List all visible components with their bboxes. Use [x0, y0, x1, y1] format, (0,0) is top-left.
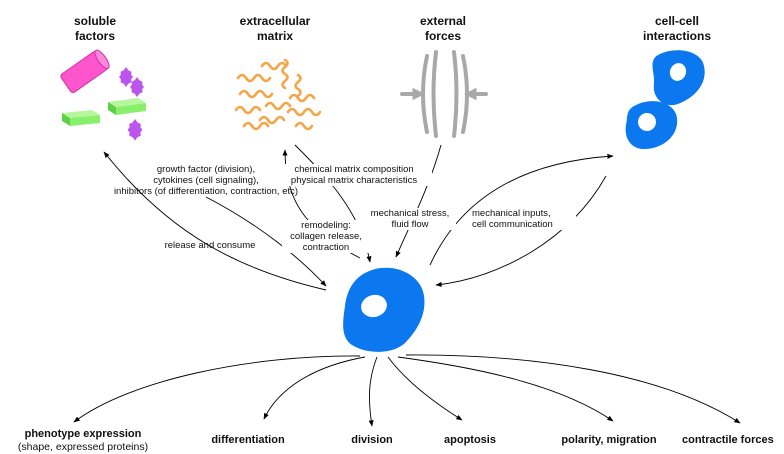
- heading-line: external: [419, 14, 467, 28]
- star-shape: [119, 67, 133, 87]
- edge-line: mechanical stress,: [370, 208, 450, 219]
- polarity-arrow: [397, 356, 614, 422]
- output-polarity-migration: polarity, migration: [561, 434, 657, 446]
- output-phenotype-title: phenotype expression: [24, 428, 142, 440]
- central-cell: [343, 267, 425, 352]
- edge-line: fluid flow: [391, 219, 429, 230]
- output-apoptosis: apoptosis: [444, 434, 496, 446]
- output-phenotype: phenotype expression (shape, expressed p…: [0, 428, 166, 453]
- heading-extracellular-matrix: extracellular matrix: [222, 14, 328, 44]
- edge-line: inhibitors (of differentiation, contract…: [113, 186, 299, 197]
- cell-pair-icon: [625, 50, 705, 150]
- differentiation-arrow: [263, 356, 366, 420]
- mechanical-stress-label: mechanical stress, fluid flow: [364, 208, 456, 230]
- ecm-fibers-icon: [234, 58, 322, 131]
- block-shape: [108, 98, 146, 115]
- growth-factor-arrow: [205, 196, 327, 287]
- growth-factor-label: growth factor (division), cytokines (cel…: [86, 164, 326, 197]
- heading-cell-cell-interactions: cell-cell interactions: [622, 14, 732, 44]
- heading-line: forces: [424, 29, 462, 43]
- heading-line: factors: [74, 29, 115, 43]
- heading-line: interactions: [642, 29, 711, 43]
- output-arrows: [73, 354, 741, 427]
- edge-line: mechanical inputs,: [472, 208, 551, 219]
- heading-soluble-factors: soluble factors: [52, 14, 138, 44]
- block-shape: [62, 110, 100, 126]
- output-contractile-forces: contractile forces: [682, 434, 774, 446]
- mechanical-inputs-label: mechanical inputs, cell communication: [472, 208, 576, 230]
- heading-line: cell-cell: [654, 14, 700, 28]
- heading-line: soluble: [73, 14, 116, 28]
- edge-line: contraction: [302, 242, 350, 253]
- remodeling-label: remodeling: collagen release, contractio…: [282, 220, 370, 253]
- mechanical-stress-arrow: [395, 144, 442, 258]
- contractile-arrow: [405, 354, 741, 424]
- release-consume-arrow: [103, 151, 327, 291]
- edge-line: cell communication: [472, 219, 553, 230]
- heading-line: extracellular: [239, 14, 311, 28]
- chemical-matrix-label: chemical matrix composition physical mat…: [276, 164, 432, 186]
- output-phenotype-subtitle: (shape, expressed proteins): [17, 441, 149, 453]
- edge-line: physical matrix characteristics: [290, 175, 418, 186]
- output-division: division: [351, 434, 393, 446]
- edge-line: chemical matrix composition: [294, 164, 414, 175]
- release-consume-label: release and consume: [164, 240, 256, 251]
- star-shape: [130, 77, 144, 97]
- mechanical-inputs-arrow: [429, 153, 614, 266]
- division-arrow: [368, 356, 378, 427]
- heading-external-forces: external forces: [400, 14, 486, 44]
- external-forces-icon: [400, 50, 488, 138]
- star-shape: [127, 119, 143, 141]
- phenotype-arrow: [73, 355, 361, 423]
- edge-line: cytokines (cell signaling),: [153, 175, 259, 186]
- cell-communication-arrow: [435, 175, 607, 287]
- output-differentiation: differentiation: [211, 434, 285, 446]
- heading-line: matrix: [256, 29, 294, 43]
- apoptosis-arrow: [387, 356, 463, 421]
- edge-line: collagen release,: [290, 231, 362, 242]
- edge-line: remodeling:: [301, 220, 351, 231]
- soluble-factors-icon: [60, 49, 146, 141]
- input-arrows: [103, 144, 614, 291]
- edge-line: growth factor (division),: [156, 164, 256, 175]
